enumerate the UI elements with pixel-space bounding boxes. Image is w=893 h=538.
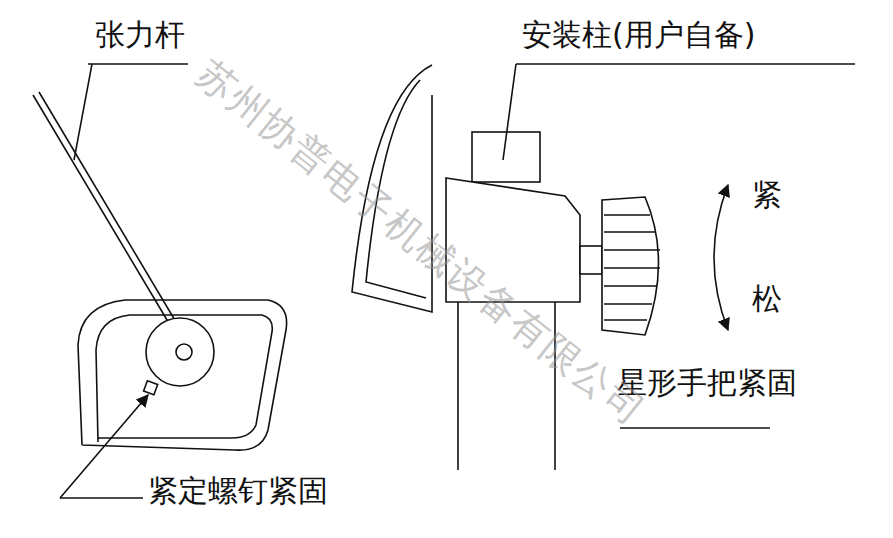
note-label: 紧定螺钉紧固 <box>148 474 328 509</box>
direction-label: 松 <box>752 282 782 317</box>
part-label: 安装柱(用户自备) <box>522 18 755 53</box>
watermark: 苏州协普电子机械设备有限公司 <box>188 52 653 435</box>
direction-label: 紧 <box>752 178 782 213</box>
part-label: 张力杆 <box>95 18 185 53</box>
